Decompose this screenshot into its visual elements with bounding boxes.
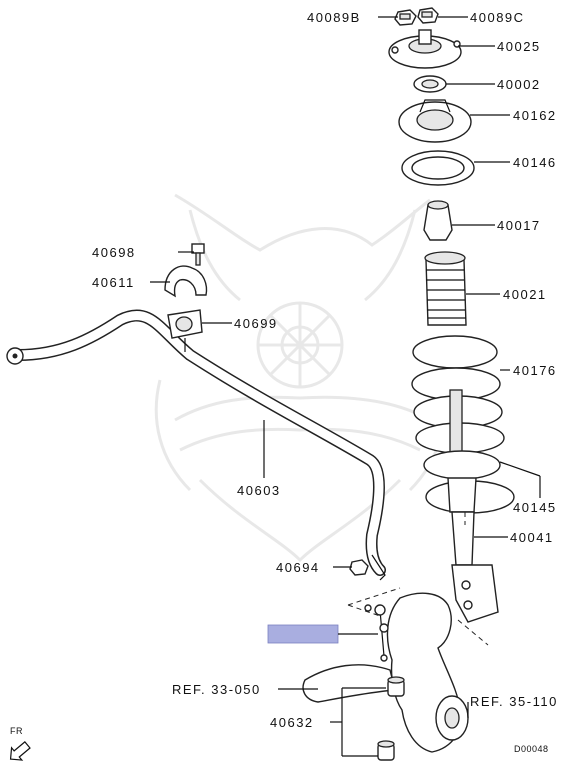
bump-stopper-40017 (423, 200, 453, 241)
callout-40162: 40162 (513, 108, 557, 123)
bushing-40632-upper (387, 676, 405, 697)
steering-knuckle (302, 592, 469, 753)
bushing-40632-lower (377, 740, 395, 761)
callout-40021: 40021 (503, 287, 547, 302)
knuckle-guide-lines (347, 587, 401, 617)
upper-spring-seat-40162 (398, 99, 472, 143)
spring-insulator-40146 (401, 150, 475, 186)
bearing-40002 (413, 75, 447, 93)
diagram-code: D00048 (514, 744, 549, 754)
callout-40041: 40041 (510, 530, 554, 545)
callout-40017: 40017 (497, 218, 541, 233)
callout-40025: 40025 (497, 39, 541, 54)
callout-40603: 40603 (237, 483, 281, 498)
callout-40146: 40146 (513, 155, 557, 170)
callout-40145: 40145 (513, 500, 557, 515)
stabilizer-link (364, 604, 389, 662)
bolt-40698 (191, 243, 205, 266)
callout-ref-35-110[interactable]: REF. 35-110 (470, 694, 558, 709)
callout-ref-33-050[interactable]: REF. 33-050 (172, 682, 261, 697)
nut-40089b (394, 9, 417, 26)
callout-40002: 40002 (497, 77, 541, 92)
coil-spring-40176 (411, 335, 505, 461)
callout-40698: 40698 (92, 245, 136, 260)
strut-mount-40025 (388, 29, 462, 69)
callout-40089b: 40089B (307, 10, 361, 25)
direction-label: FR (10, 726, 23, 736)
stabilizer-bar-40603 (6, 309, 386, 581)
nut-40089c (417, 7, 439, 24)
callout-40699: 40699 (234, 316, 278, 331)
callout-40632: 40632 (270, 715, 314, 730)
callout-40611: 40611 (92, 275, 135, 290)
front-direction-indicator: FR (9, 726, 31, 761)
lower-spring-seat-40145 (423, 450, 515, 514)
direction-arrow-icon (9, 741, 31, 761)
nut-40694 (349, 559, 369, 576)
strut-40041 (451, 511, 499, 623)
strut-axis-line (457, 512, 489, 646)
callout-40694: 40694 (276, 560, 320, 575)
callout-40089c: 40089C (470, 10, 525, 25)
callout-40176: 40176 (513, 363, 557, 378)
clamp-40611 (164, 265, 208, 298)
leader-lines (150, 16, 541, 757)
dust-cover-40021 (424, 251, 467, 326)
bushing-40699 (167, 309, 203, 339)
highlighted-part-label-box[interactable] (267, 624, 339, 644)
